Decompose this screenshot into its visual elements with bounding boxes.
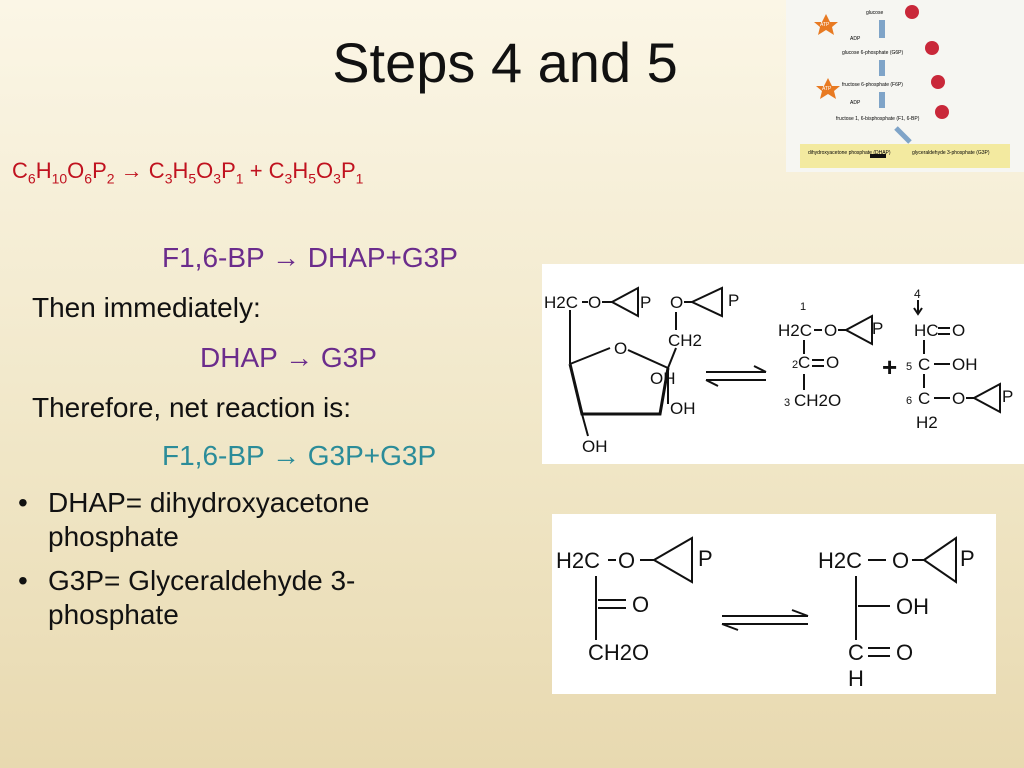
g3p-label: C — [918, 355, 930, 374]
formula-subscript: 3 — [284, 170, 293, 187]
dhap-struct-label: O — [632, 592, 649, 617]
formula-subscript: 3 — [164, 170, 173, 187]
formula-subscript: 1 — [235, 170, 244, 187]
ring-label: OH — [650, 369, 676, 388]
g3p-label: 5 — [906, 361, 912, 373]
g3p-struct-label: C — [848, 640, 864, 665]
isomerization-diagram: H2C O P O CH2O H2C O P OH C O H — [552, 514, 996, 694]
dhap-label: C — [798, 353, 810, 372]
glycolysis-pathway-thumbnail: glucose glucose 6-phosphate (G6P) fructo… — [786, 0, 1024, 172]
formula-element: O — [196, 158, 214, 183]
ring-label: H2C — [544, 293, 578, 312]
ring-label: O — [588, 293, 601, 312]
thumb-label: fructose 6-phosphate (F6P) — [842, 82, 903, 88]
thumb-label: ADP — [850, 36, 861, 42]
thumb-label: glucose 6-phosphate (G6P) — [842, 50, 903, 56]
formula-subscript: 2 — [106, 170, 115, 187]
g3p-struct-label: H2C — [818, 548, 862, 573]
formula-subscript: 5 — [188, 170, 197, 187]
ring-label: OH — [670, 399, 696, 418]
dhap-label: 3 — [784, 397, 790, 409]
g3p-struct-label: P — [960, 546, 975, 571]
thumb-label: fructose 1, 6-bisphosphate (F1, 6-BP) — [836, 116, 920, 122]
dhap-label: O — [824, 321, 837, 340]
formula-element: P — [92, 158, 107, 183]
formula-operator: + — [243, 158, 269, 183]
dhap-struct-label: H2C — [556, 548, 600, 573]
formula-subscript: 3 — [333, 170, 341, 187]
ring-label: O — [670, 293, 683, 312]
g3p-label: 6 — [906, 395, 912, 407]
list-item: DHAP= dihydroxyacetone phosphate — [14, 486, 474, 554]
formula-subscript: 5 — [308, 170, 317, 187]
dhap-struct-label: O — [618, 548, 635, 573]
formula-element: C — [148, 158, 165, 183]
g3p-struct-label: O — [896, 640, 913, 665]
g3p-struct-label: OH — [896, 594, 929, 619]
dhap-label: H2C — [778, 321, 812, 340]
therefore-text: Therefore, net reaction is: — [32, 392, 352, 423]
ring-label: OH — [582, 437, 608, 456]
ring-label: P — [728, 291, 739, 310]
formula-subscript: 6 — [27, 170, 36, 187]
ring-label: O — [614, 339, 627, 358]
molecular-formula: C6H10O6P2 → C3H5O3P1 + C3H5O3P1 — [12, 158, 363, 186]
g3p-struct-label: O — [892, 548, 909, 573]
dhap-struct-label: P — [698, 546, 713, 571]
formula-element: H — [292, 158, 309, 183]
g3p-label: O — [952, 389, 965, 408]
formula-element: O — [67, 158, 85, 183]
formula-element: P — [340, 158, 356, 183]
formula-subscript: 10 — [51, 170, 68, 187]
thumb-label: ADP — [850, 100, 861, 106]
definition-list: DHAP= dihydroxyacetone phosphate G3P= Gl… — [14, 486, 474, 642]
g3p-label: HC — [914, 321, 939, 340]
formula-element: C — [12, 158, 28, 183]
thumb-label: ATP — [820, 22, 830, 28]
plus-sign: + — [882, 352, 897, 382]
g3p-label: OH — [952, 355, 978, 374]
g3p-struct-label: H — [848, 666, 864, 691]
g3p-label: O — [952, 321, 965, 340]
reaction-net: F1,6-BP → G3P+G3P — [162, 440, 437, 471]
formula-element: H — [172, 158, 189, 183]
formula-element: H — [35, 158, 52, 183]
thumb-label: glyceraldehyde 3-phosphate (G3P) — [912, 150, 990, 156]
formula-subscript: 1 — [355, 170, 364, 187]
dhap-label: 2 — [792, 359, 798, 371]
g3p-label: H2 — [916, 413, 938, 432]
dhap-label: P — [872, 319, 883, 338]
dhap-label: CH2O — [794, 391, 841, 410]
reaction-2: DHAP → G3P — [200, 342, 377, 373]
g3p-label: C — [918, 389, 930, 408]
dhap-label: O — [826, 353, 839, 372]
list-item: G3P= Glyceraldehyde 3-phosphate — [14, 564, 474, 632]
ring-label: P — [640, 293, 651, 312]
thumb-label: ATP — [822, 86, 832, 92]
g3p-label: P — [1002, 387, 1013, 406]
formula-element: C — [268, 158, 285, 183]
formula-element: P — [221, 158, 236, 183]
formula-element: O — [316, 158, 334, 183]
reaction-1: F1,6-BP → DHAP+G3P — [162, 242, 458, 273]
then-text: Then immediately: — [32, 292, 261, 323]
ring-label: CH2 — [668, 331, 702, 350]
dhap-label: 1 — [800, 301, 806, 313]
cleavage-diagram: H2C O P O P CH2 O OH OH OH — [542, 264, 1024, 464]
dhap-struct-label: CH2O — [588, 640, 649, 665]
formula-subscript: 6 — [84, 170, 93, 187]
formula-subscript: 3 — [213, 170, 222, 187]
formula-operator: → — [114, 158, 149, 183]
slide-title: Steps 4 and 5 — [332, 31, 678, 94]
g3p-label: 4 — [914, 287, 921, 301]
thumb-label: glucose — [866, 10, 883, 16]
thumb-label: dihydroxyacetone phosphate (DHAP) — [808, 150, 891, 156]
